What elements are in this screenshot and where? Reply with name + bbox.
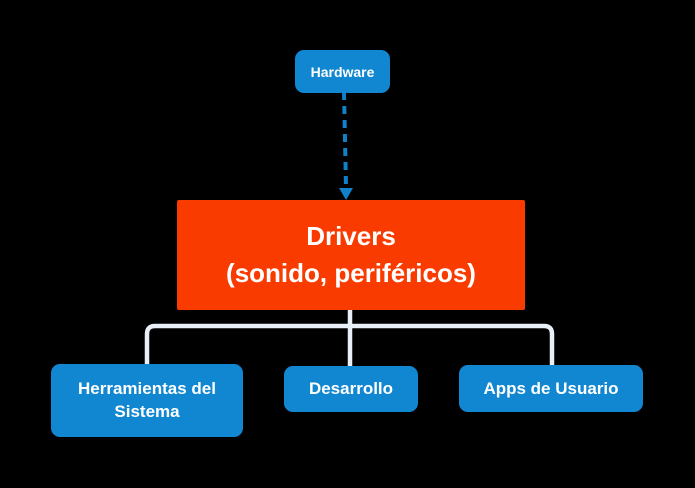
node-desarrollo[interactable]: Desarrollo — [284, 366, 418, 412]
node-herramientas-del-sistema[interactable]: Herramientas del Sistema — [51, 364, 243, 437]
node-hardware[interactable]: Hardware — [295, 50, 390, 93]
node-drivers-label: Drivers — [306, 221, 396, 252]
node-apps-de-usuario[interactable]: Apps de Usuario — [459, 365, 643, 412]
node-drivers-sublabel: (sonido, periféricos) — [226, 258, 476, 288]
node-drivers[interactable]: Drivers (sonido, periféricos) — [177, 200, 525, 310]
node-hardware-label: Hardware — [310, 63, 375, 80]
node-apps-label: Apps de Usuario — [483, 378, 619, 398]
arrowhead-icon — [339, 188, 353, 200]
edge-hardware-to-drivers — [342, 91, 348, 188]
node-herramientas-label: Herramientas del Sistema — [78, 378, 216, 421]
node-desarrollo-label: Desarrollo — [308, 379, 394, 398]
edge-drivers-to-children — [144, 308, 555, 368]
